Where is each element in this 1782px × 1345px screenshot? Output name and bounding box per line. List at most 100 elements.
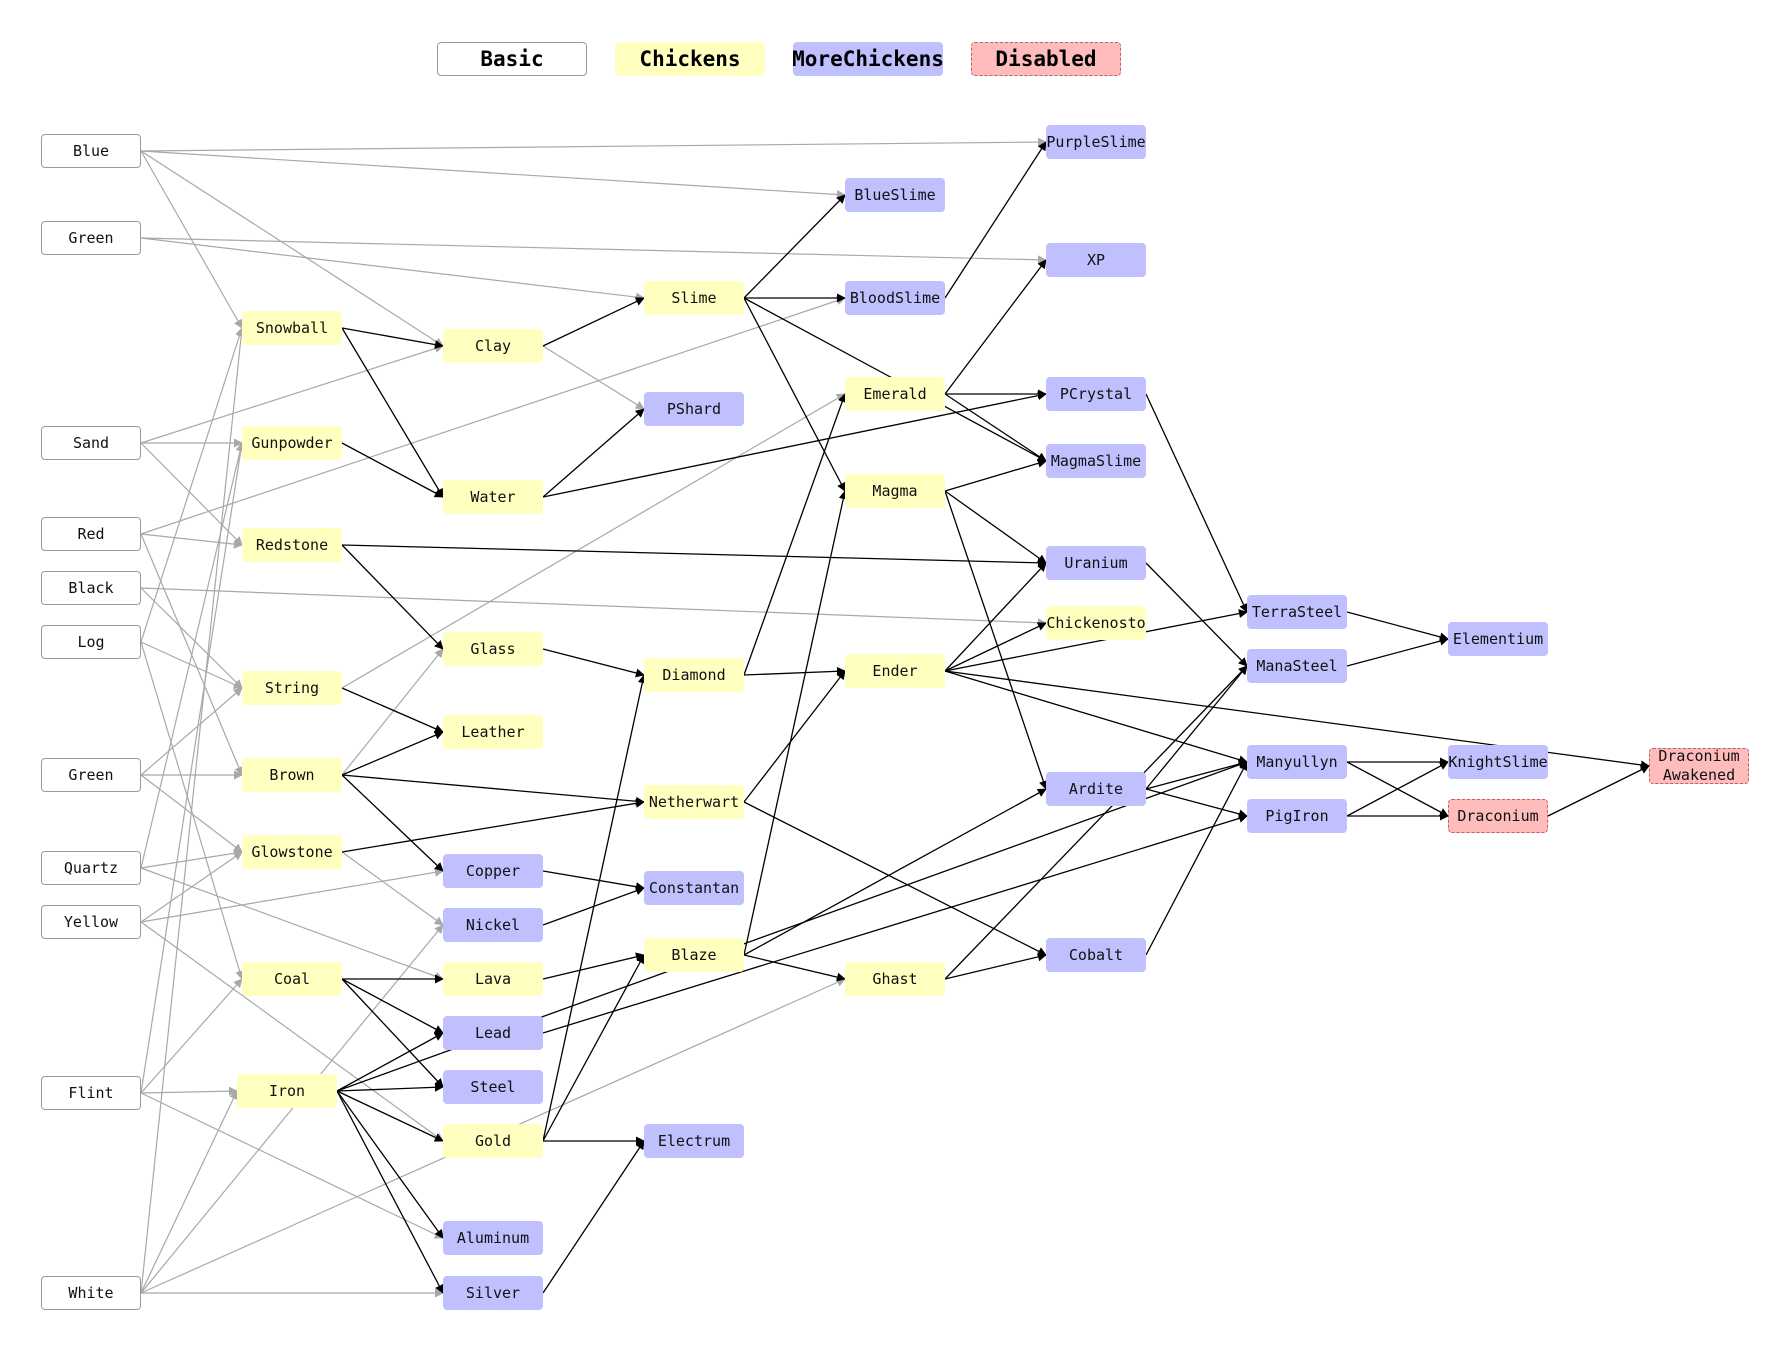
node-clay: Clay [443, 329, 543, 363]
edge-netherwart-to-cobalt [743, 801, 1047, 956]
edge-log-to-string [140, 641, 243, 689]
node-string: String [242, 671, 342, 705]
node-slime: Slime [644, 281, 744, 315]
edge-lead-to-pigiron [542, 814, 1248, 1034]
edge-coal-to-steel [341, 978, 444, 1088]
edge-gunpowder-to-water [341, 442, 444, 498]
edge-brown-to-glass [341, 648, 444, 776]
edge-clay-to-pshard [542, 345, 645, 410]
edge-gold-to-blaze [542, 954, 645, 1142]
node-black: Black [41, 571, 141, 605]
edge-magma-to-magmaslime [944, 458, 1047, 492]
node-redstone: Redstone [242, 528, 342, 562]
edge-yellow-to-copper [140, 867, 444, 923]
node-ghast: Ghast [845, 962, 945, 996]
node-manyullyn: Manyullyn [1247, 745, 1347, 779]
node-nickel: Nickel [443, 908, 543, 942]
node-lava: Lava [443, 962, 543, 996]
node-diamond: Diamond [644, 658, 744, 692]
edge-cobalt-to-manyullyn [1145, 761, 1248, 956]
edge-ender-to-terrasteel [944, 609, 1248, 672]
node-gunpowder: Gunpowder [242, 426, 342, 460]
node-elementium: Elementium [1448, 622, 1548, 656]
legend-disabled: Disabled [971, 42, 1121, 76]
node-green-top: Green [41, 221, 141, 255]
edge-glowstone-to-nickel [341, 851, 444, 926]
node-electrum: Electrum [644, 1124, 744, 1158]
edge-flint-to-iron [140, 1086, 238, 1096]
edge-snowball-to-water [341, 327, 444, 498]
node-log: Log [41, 625, 141, 659]
node-quartz: Quartz [41, 851, 141, 885]
edge-blue-to-clay [140, 150, 444, 347]
node-steel: Steel [443, 1070, 543, 1104]
node-aluminum: Aluminum [443, 1221, 543, 1255]
edge-silver-to-electrum [542, 1140, 645, 1294]
edge-yellow-to-glowstone [140, 851, 243, 923]
node-red: Red [41, 517, 141, 551]
node-flint: Flint [41, 1076, 141, 1110]
edge-glass-to-diamond [542, 648, 645, 678]
edge-yellow-to-gold [140, 921, 444, 1142]
edge-log-to-snowball [140, 327, 244, 643]
edge-blaze-to-ghast [743, 954, 846, 982]
node-ender: Ender [845, 654, 945, 688]
node-netherwart: Netherwart [644, 785, 744, 819]
edge-coal-to-lead [341, 978, 444, 1034]
edge-manasteel-to-elementium [1346, 636, 1449, 667]
edge-green-top-to-xp [140, 237, 1047, 265]
edge-netherwart-to-ender [743, 670, 846, 803]
node-label-line: Awakened [1662, 766, 1736, 784]
edge-blue-to-blueslime [140, 150, 846, 199]
node-lead: Lead [443, 1016, 543, 1050]
node-coal: Coal [242, 962, 342, 996]
edge-flint-to-coal [140, 978, 243, 1094]
edge-clay-to-slime [542, 297, 645, 347]
edge-water-to-pshard [542, 408, 645, 498]
edge-white-to-nickel [140, 924, 444, 1294]
node-glowstone: Glowstone [242, 835, 342, 869]
legend-chickens: Chickens [615, 42, 765, 76]
node-draconium: Draconium [1448, 799, 1548, 833]
node-manasteel: ManaSteel [1247, 649, 1347, 683]
edge-iron-to-aluminum [336, 1090, 444, 1239]
edge-lava-to-blaze [542, 952, 645, 980]
node-snowball: Snowball [242, 311, 342, 345]
edge-ender-to-uranium [944, 562, 1047, 672]
edge-ender-to-chickenosto [944, 622, 1047, 672]
node-magmaslime: MagmaSlime [1046, 444, 1146, 478]
edge-green-top-to-slime [140, 237, 645, 302]
node-brown: Brown [242, 758, 342, 792]
edge-white-to-iron [140, 1090, 238, 1294]
node-copper: Copper [443, 854, 543, 888]
edge-brown-to-leather [341, 731, 444, 776]
edge-string-to-emerald [341, 393, 846, 689]
edge-sand-to-clay [140, 344, 444, 444]
node-blaze: Blaze [644, 938, 744, 972]
edge-emerald-to-xp [944, 259, 1047, 395]
edge-pigiron-to-knightslime [1346, 761, 1449, 817]
edge-copper-to-constantan [542, 870, 645, 892]
legend-morechickens: MoreChickens [792, 42, 944, 76]
edge-uranium-to-manasteel [1145, 562, 1248, 667]
edge-glowstone-to-netherwart [341, 798, 645, 853]
node-knightslime: KnightSlime [1448, 745, 1548, 779]
node-leather: Leather [443, 715, 543, 749]
edge-magma-to-uranium [944, 490, 1047, 564]
edge-iron-to-silver [336, 1090, 444, 1294]
edge-brown-to-copper [341, 774, 444, 872]
edge-quartz-to-glowstone [140, 848, 243, 869]
edge-flint-to-aluminum [140, 1092, 444, 1239]
node-emerald: Emerald [845, 377, 945, 411]
edge-ardite-to-pigiron [1145, 788, 1248, 819]
node-magma: Magma [845, 474, 945, 508]
edge-ardite-to-manyullyn [1145, 759, 1248, 790]
edge-red-to-redstone [140, 533, 243, 549]
edge-flint-to-gunpowder [140, 442, 246, 1094]
node-sand: Sand [41, 426, 141, 460]
edge-black-to-string [140, 587, 243, 689]
edge-blaze-to-ardite [743, 788, 1047, 956]
edge-iron-to-gold [336, 1090, 444, 1142]
edge-draconium-to-draconium-awakened [1547, 765, 1650, 817]
